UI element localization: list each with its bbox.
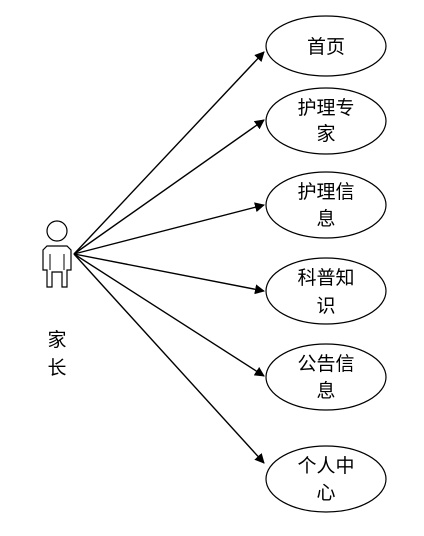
use-case-label: 首页 bbox=[307, 36, 345, 58]
actor-name-line-2: 长 bbox=[47, 357, 66, 379]
use-case-label-line-2: 家 bbox=[316, 123, 335, 145]
use-case-personal-center: 个人中 心 bbox=[265, 445, 387, 513]
use-case-label-line-1: 护理信 bbox=[297, 181, 354, 203]
use-case-nursing-expert: 护理专 家 bbox=[265, 87, 387, 155]
association-nursing-info bbox=[73, 202, 265, 255]
use-case-label-line-1: 科普知 bbox=[297, 267, 354, 289]
use-case-label-line-1: 护理专 bbox=[297, 97, 354, 119]
use-case-ellipse bbox=[265, 15, 387, 77]
association-announcement bbox=[73, 253, 265, 377]
use-case-ellipse bbox=[265, 257, 387, 325]
actor-figure bbox=[42, 220, 72, 288]
use-case-nursing-info: 护理信 息 bbox=[265, 171, 387, 239]
use-case-label-line-1: 个人中 bbox=[297, 455, 354, 477]
actor-body bbox=[42, 245, 72, 288]
use-case-label-line-2: 息 bbox=[316, 380, 335, 402]
use-case-ellipse bbox=[265, 171, 387, 239]
use-case-home: 首页 bbox=[265, 15, 387, 77]
use-case-ellipse bbox=[265, 87, 387, 155]
use-case-label-line-2: 心 bbox=[316, 482, 335, 504]
use-case-label-line-1: 公告信 bbox=[297, 353, 354, 375]
actor-head bbox=[46, 220, 68, 242]
associations bbox=[73, 51, 265, 464]
actor-name-line-1: 家 bbox=[47, 329, 66, 351]
use-case-science-knowledge: 科普知 识 bbox=[265, 257, 387, 325]
use-case-label-line-2: 息 bbox=[316, 208, 335, 230]
use-case-ellipse bbox=[265, 445, 387, 513]
association-personal-center bbox=[73, 253, 265, 464]
association-home bbox=[73, 51, 265, 255]
association-science-knowledge bbox=[73, 253, 265, 295]
use-case-announcement: 公告信 息 bbox=[265, 343, 387, 411]
use-case-label-line-2: 识 bbox=[316, 295, 335, 317]
association-nursing-expert bbox=[73, 119, 265, 255]
use-case-ellipse bbox=[265, 343, 387, 411]
